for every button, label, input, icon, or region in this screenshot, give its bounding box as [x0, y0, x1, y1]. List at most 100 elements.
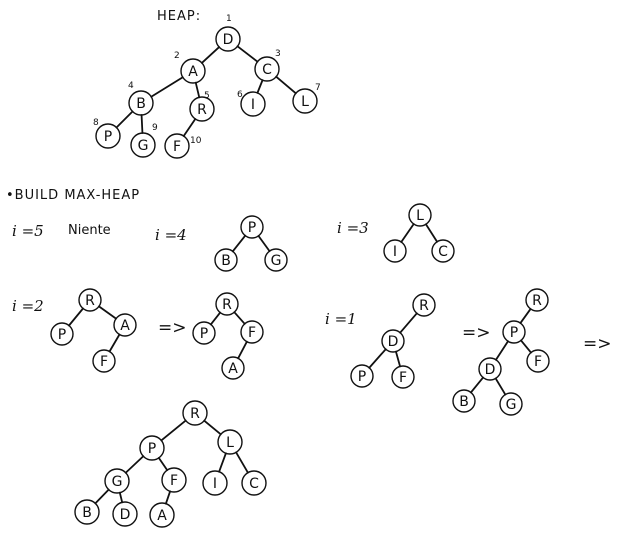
tree-node-i: I: [202, 470, 228, 496]
node-letter: D: [485, 362, 496, 378]
node-letter: A: [188, 64, 198, 80]
node-letter: L: [301, 94, 309, 110]
node-letter: A: [228, 361, 238, 377]
node-circle: [95, 123, 121, 149]
tree-node-c: C: [254, 56, 280, 82]
tree-i3: L I C: [383, 203, 455, 263]
node-letter: P: [200, 326, 208, 342]
tree-node-d: D: [112, 501, 138, 527]
node-letter: R: [419, 298, 429, 314]
tree-node-r: R: [215, 292, 239, 316]
tree-node-f: F: [164, 133, 190, 159]
node-letter: G: [112, 474, 123, 490]
tree-node-p: P: [502, 320, 526, 344]
node-circle: [104, 468, 130, 494]
node-letter: R: [532, 293, 542, 309]
tree-node-b: B: [74, 499, 100, 525]
node-index: 10: [190, 136, 202, 146]
node-letter: B: [459, 394, 469, 410]
tree-node-f: F: [240, 320, 264, 344]
tree-node-l: L: [408, 203, 432, 227]
tree-node-d: D: [215, 26, 241, 52]
tree-node-l: L: [217, 429, 243, 455]
tree-edge: [236, 45, 259, 63]
node-letter: B: [136, 96, 146, 112]
node-letter: R: [197, 102, 207, 118]
node-letter: R: [85, 293, 95, 309]
node-circle: [478, 357, 502, 381]
tree-node-p: P: [350, 364, 374, 388]
node-letter: P: [358, 369, 366, 385]
tree-edge: [94, 488, 110, 505]
node-index: 8: [93, 118, 99, 128]
tree-edge: [520, 339, 532, 354]
tree-edge: [425, 223, 438, 243]
node-letter: P: [58, 327, 66, 343]
node-circle: [240, 91, 266, 117]
tree-edge: [68, 307, 84, 327]
node-index: 1: [226, 14, 232, 24]
node-letter: B: [221, 253, 231, 269]
node-circle: [149, 502, 175, 528]
tree-node-g: G: [104, 468, 130, 494]
tree-edge: [368, 348, 387, 369]
tree-edge: [140, 114, 144, 134]
node-letter: A: [157, 508, 167, 524]
node-circle: [264, 248, 288, 272]
tree-node-c: C: [431, 239, 455, 263]
step-note-niente: Niente: [68, 223, 111, 238]
heap-heading: HEAP:: [157, 9, 201, 24]
node-circle: [221, 356, 245, 380]
node-circle: [241, 470, 267, 496]
node-circle: [217, 429, 243, 455]
tree-edge: [231, 234, 247, 253]
tree-edge: [164, 490, 172, 505]
node-circle: [112, 501, 138, 527]
node-letter: F: [170, 473, 178, 489]
node-letter: C: [262, 62, 272, 78]
node-letter: L: [226, 435, 234, 451]
node-letter: R: [190, 406, 200, 422]
node-circle: [130, 132, 156, 158]
node-letter: F: [399, 370, 407, 386]
node-letter: G: [138, 138, 149, 154]
node-letter: F: [173, 139, 181, 155]
node-circle: [408, 203, 432, 227]
node-circle: [78, 288, 102, 312]
tree-edge: [203, 419, 222, 436]
tree-i1-before: R D P F: [350, 293, 436, 389]
node-letter: P: [248, 220, 256, 236]
node-circle: [113, 313, 137, 337]
tree-node-d: D: [381, 329, 405, 353]
tree-edge: [160, 419, 187, 442]
tree-edge: [98, 305, 117, 320]
node-circle: [431, 239, 455, 263]
tree-i2-after: RP F A: [192, 292, 264, 380]
tree-node-d: D: [478, 357, 502, 381]
node-circle: [50, 322, 74, 346]
node-letter: D: [388, 334, 399, 350]
tree-edge: [495, 340, 509, 361]
node-letter: I: [393, 244, 397, 260]
tree-node-a: A: [221, 356, 245, 380]
node-circle: [182, 400, 208, 426]
node-circle: [412, 293, 436, 317]
step-label-i5: i =5: [12, 222, 44, 240]
node-circle: [240, 215, 264, 239]
tree-edge: [157, 456, 169, 472]
node-letter: I: [213, 476, 217, 492]
tree-node-p: P: [95, 123, 121, 149]
tree-node-g: G: [499, 392, 523, 416]
tree-edge: [237, 340, 248, 360]
tree-node-f: F: [92, 349, 116, 373]
node-letter: G: [506, 397, 517, 413]
node-letter: D: [120, 507, 131, 523]
node-circle: [202, 470, 228, 496]
node-circle: [164, 133, 190, 159]
